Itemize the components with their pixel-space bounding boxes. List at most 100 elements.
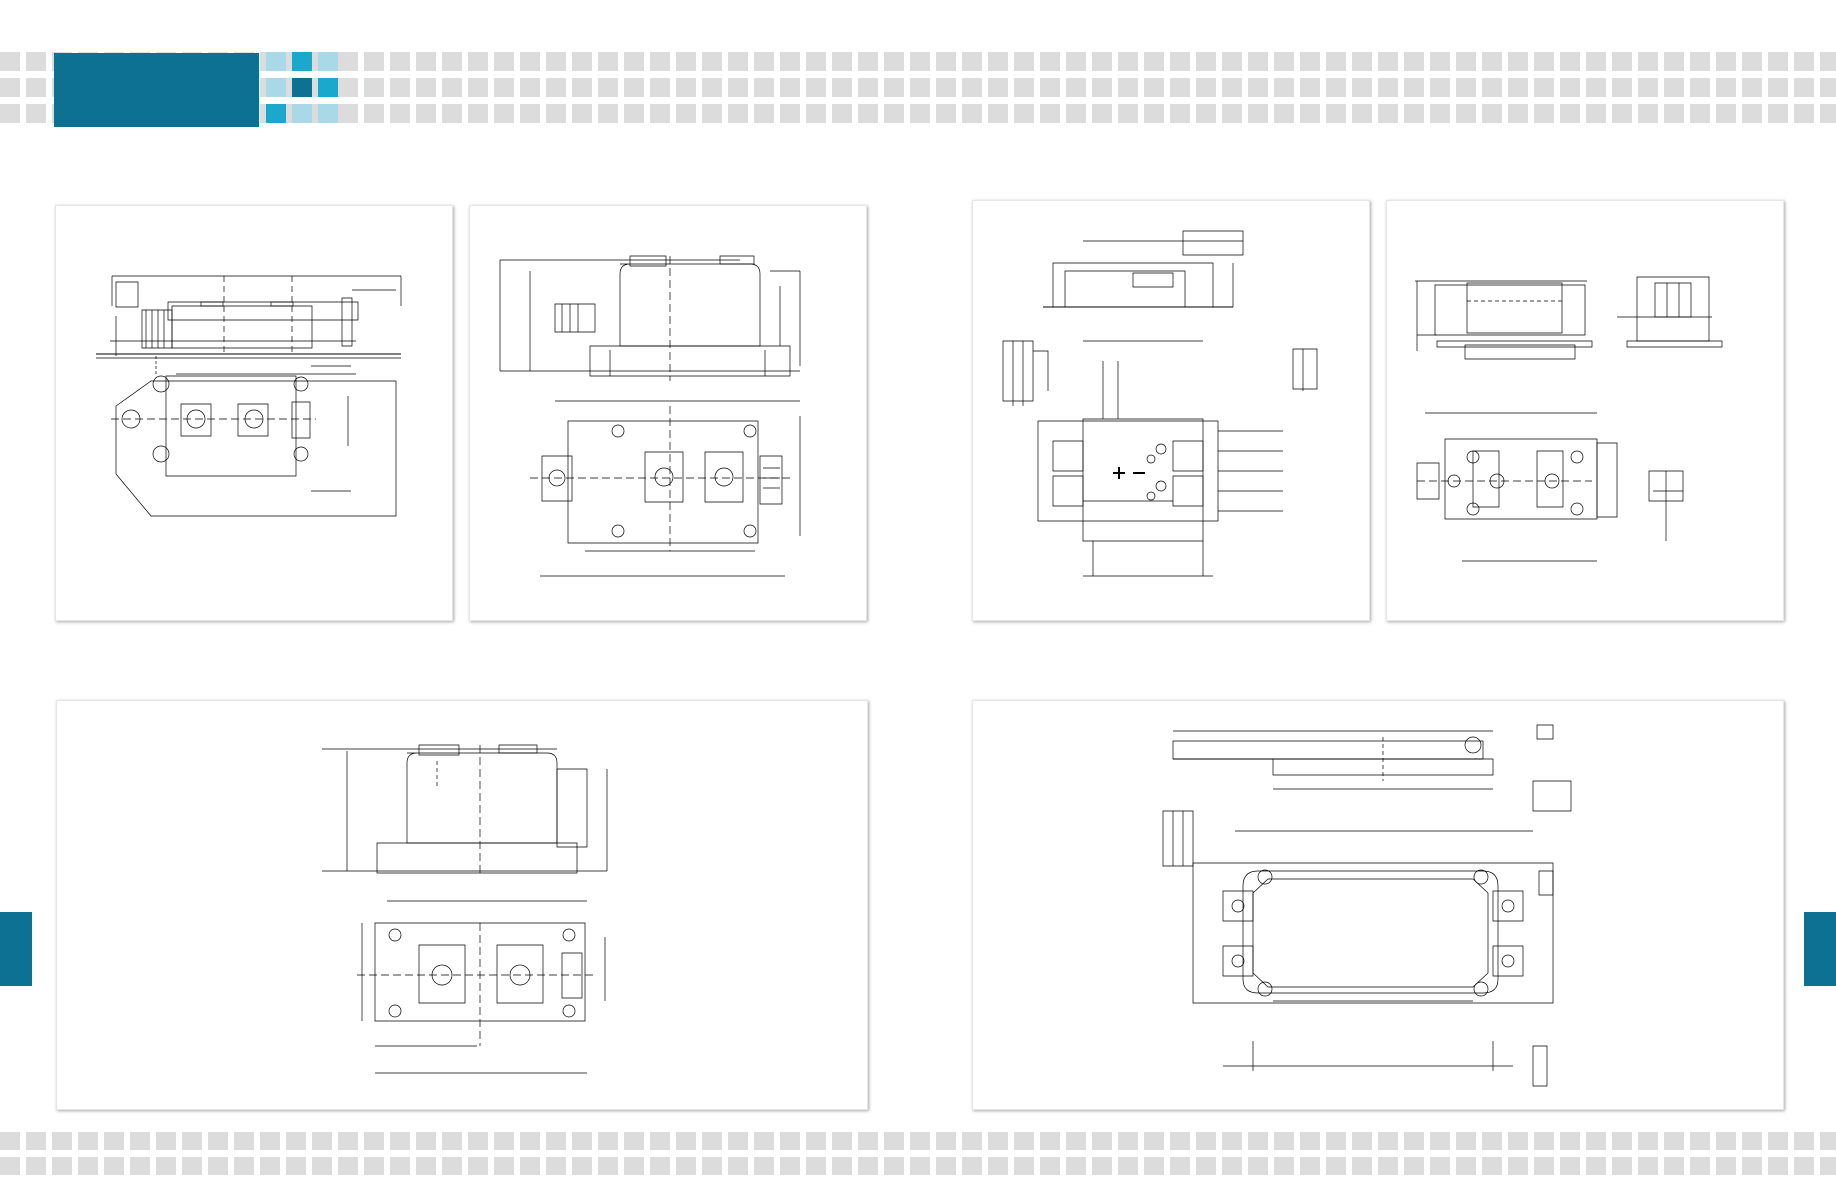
band-tile [1820, 78, 1836, 97]
band-tile [1092, 78, 1112, 97]
band-tile [1352, 52, 1372, 71]
band-tile [416, 78, 436, 97]
band-tile [1716, 52, 1736, 71]
band-tile [1118, 1132, 1138, 1150]
band-tile [910, 1132, 930, 1150]
band-tile [1794, 1132, 1814, 1150]
band-tile [338, 78, 358, 97]
band-tile [1378, 1132, 1398, 1150]
detail-left [1163, 811, 1193, 866]
band-tile [1300, 104, 1320, 123]
band-tile [390, 104, 410, 123]
band-tile [910, 104, 930, 123]
band-tile [676, 1132, 696, 1150]
band-tile [988, 1157, 1008, 1175]
band-tile [1820, 1132, 1836, 1150]
side-view [1043, 231, 1243, 341]
band-tile [312, 1132, 332, 1150]
band-tile [546, 52, 566, 71]
band-tile [390, 78, 410, 97]
band-tile [1404, 78, 1424, 97]
band-tile [832, 52, 852, 71]
band-tile [1560, 78, 1580, 97]
band-tile [52, 1132, 72, 1150]
band-tile [520, 1132, 540, 1150]
band-tile [1352, 1157, 1372, 1175]
band-tile [1144, 78, 1164, 97]
band-tile [624, 52, 644, 71]
band-tile [936, 1157, 956, 1175]
band-tile [884, 78, 904, 97]
band-tile [1690, 1132, 1710, 1150]
accent-tile [318, 78, 338, 97]
band-tile [1534, 104, 1554, 123]
band-tile [624, 1157, 644, 1175]
band-tile [754, 104, 774, 123]
band-tile [1404, 1132, 1424, 1150]
band-tile [598, 78, 618, 97]
band-tile [754, 1132, 774, 1150]
band-tile [598, 52, 618, 71]
band-tile [988, 1132, 1008, 1150]
band-tile [1638, 1132, 1658, 1150]
band-tile [1430, 1132, 1450, 1150]
band-tile [286, 1157, 306, 1175]
band-tile [468, 104, 488, 123]
band-tile [728, 1132, 748, 1150]
band-tile [390, 52, 410, 71]
band-tile [910, 78, 930, 97]
band-tile [962, 1132, 982, 1150]
band-tile [780, 1132, 800, 1150]
band-tile [988, 104, 1008, 123]
band-tile [1430, 78, 1450, 97]
module-outline-drawing [973, 701, 1783, 1109]
left-side-tab [0, 912, 32, 986]
top-view [1038, 361, 1283, 576]
band-tile [442, 104, 462, 123]
band-tile [754, 78, 774, 97]
band-tile [1820, 1157, 1836, 1175]
band-tile [130, 1157, 150, 1175]
band-tile [754, 1157, 774, 1175]
band-tile [26, 104, 46, 123]
band-tile [1196, 1132, 1216, 1150]
band-tile [1066, 104, 1086, 123]
band-tile [988, 78, 1008, 97]
band-tile [1222, 78, 1242, 97]
band-tile [858, 1157, 878, 1175]
band-tile [910, 1157, 930, 1175]
right-side-tab [1804, 912, 1836, 986]
band-tile [1378, 78, 1398, 97]
band-tile [1430, 52, 1450, 71]
band-tile [1664, 1157, 1684, 1175]
band-tile [1508, 1132, 1528, 1150]
band-tile [1040, 1132, 1060, 1150]
top-view [110, 341, 396, 516]
band-tile [442, 1132, 462, 1150]
band-tile [1040, 1157, 1060, 1175]
band-tile [1482, 1132, 1502, 1150]
band-tile [1638, 52, 1658, 71]
band-tile [1664, 1132, 1684, 1150]
band-tile [1326, 78, 1346, 97]
band-tile [1118, 52, 1138, 71]
band-tile [702, 52, 722, 71]
band-tile [806, 52, 826, 71]
band-tile [52, 1157, 72, 1175]
band-tile [1456, 1132, 1476, 1150]
band-tile [260, 1157, 280, 1175]
accent-tile [266, 52, 286, 71]
band-tile [780, 104, 800, 123]
band-tile [468, 52, 488, 71]
band-tile [468, 1132, 488, 1150]
band-tile [1378, 52, 1398, 71]
band-tile [1716, 78, 1736, 97]
band-tile [130, 1132, 150, 1150]
band-tile [494, 104, 514, 123]
band-tile [1352, 104, 1372, 123]
band-tile [676, 52, 696, 71]
band-tile [338, 1157, 358, 1175]
band-tile [442, 52, 462, 71]
band-tile [832, 1132, 852, 1150]
band-tile [26, 52, 46, 71]
